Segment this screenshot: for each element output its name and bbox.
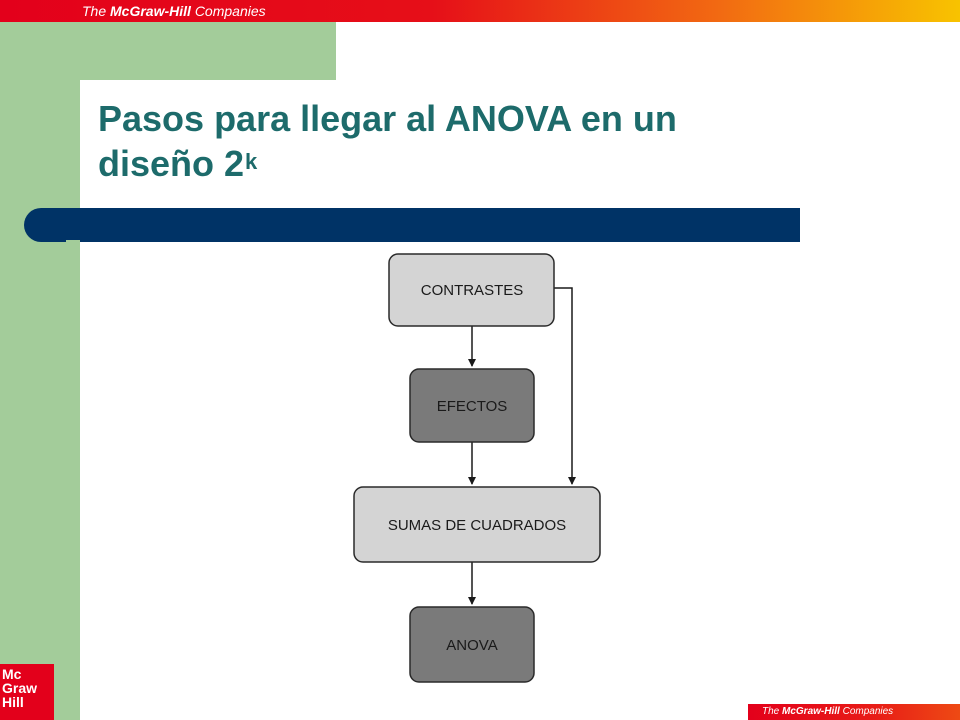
top-banner: The McGraw-Hill Companies xyxy=(0,0,960,22)
left-green-band xyxy=(0,22,80,720)
node-contrastes-label: CONTRASTES xyxy=(421,282,524,299)
node-sumas-label: SUMAS DE CUADRADOS xyxy=(388,517,566,534)
top-green-band xyxy=(80,22,336,80)
mcgraw-hill-logo: Mc Graw Hill xyxy=(0,664,54,720)
node-efectos: EFECTOS xyxy=(409,368,535,443)
title-bar-notch xyxy=(66,240,80,243)
logo-line3: Hill xyxy=(2,694,24,710)
node-efectos-box xyxy=(409,368,535,443)
node-sumas: SUMAS DE CUADRADOS xyxy=(353,486,601,563)
footer-brand-suffix: Companies xyxy=(842,706,894,717)
header-brand: The McGraw-Hill Companies xyxy=(82,2,266,20)
node-anova-box xyxy=(409,606,535,683)
header-brand-suffix: Companies xyxy=(194,3,266,19)
node-anova: ANOVA xyxy=(409,606,535,683)
logo-line1: Mc xyxy=(2,666,22,682)
edge-contrastes-sumas xyxy=(554,287,576,485)
slide-title-line2: diseño 2 xyxy=(98,143,245,184)
footer-brand-prefix: The xyxy=(762,706,780,717)
footer-brand: The McGraw-Hill Companies xyxy=(762,705,893,719)
header-brand-prefix: The xyxy=(82,3,107,19)
node-efectos-label: EFECTOS xyxy=(437,398,508,415)
node-anova-label: ANOVA xyxy=(446,637,497,654)
bottom-banner: The McGraw-Hill Companies xyxy=(748,704,960,720)
node-sumas-box xyxy=(353,486,601,563)
slide-title: Pasos para llegar al ANOVA en un diseño … xyxy=(98,96,818,186)
title-underline-bar xyxy=(24,208,800,242)
node-contrastes: CONTRASTES xyxy=(388,253,555,327)
header-brand-name: McGraw-Hill xyxy=(110,3,191,19)
footer-brand-name: McGraw-Hill xyxy=(782,706,840,717)
logo-line2: Graw xyxy=(2,680,38,696)
node-contrastes-box xyxy=(388,253,555,327)
slide-title-superscript: k xyxy=(245,149,258,174)
slide-title-line1: Pasos para llegar al ANOVA en un xyxy=(98,98,677,139)
